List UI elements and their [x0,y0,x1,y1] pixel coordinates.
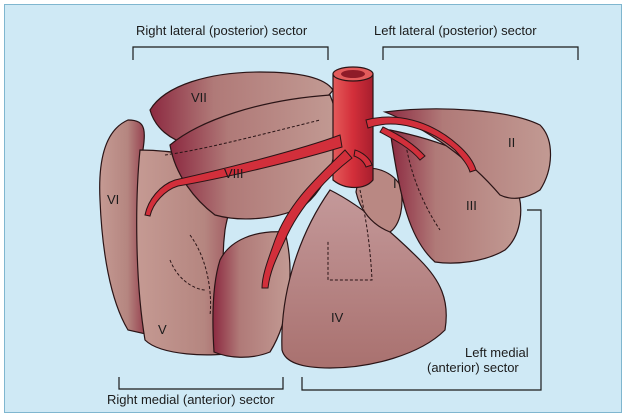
right-lateral-bracket [133,47,328,60]
right-medial-bracket [119,377,283,389]
segment-label-iv: IV [331,310,344,325]
segment-label-vi: VI [107,192,119,207]
segment-label-v: V [158,322,167,337]
segment-label-vii: VII [191,90,207,105]
left-medial-sector-label-line1: Left medial [465,345,529,360]
segment-label-i: I [393,176,397,191]
left-medial-sector-label-line2: (anterior) sector [427,360,519,375]
segment-label-viii: VIII [224,166,244,181]
left-lateral-sector-label: Left lateral (posterior) sector [374,23,537,38]
right-medial-sector-label: Right medial (anterior) sector [107,392,275,407]
left-lateral-bracket [383,47,578,60]
right-lateral-sector-label: Right lateral (posterior) sector [136,23,307,38]
segment-label-ii: II [508,135,515,150]
segment-label-iii: III [466,198,477,213]
